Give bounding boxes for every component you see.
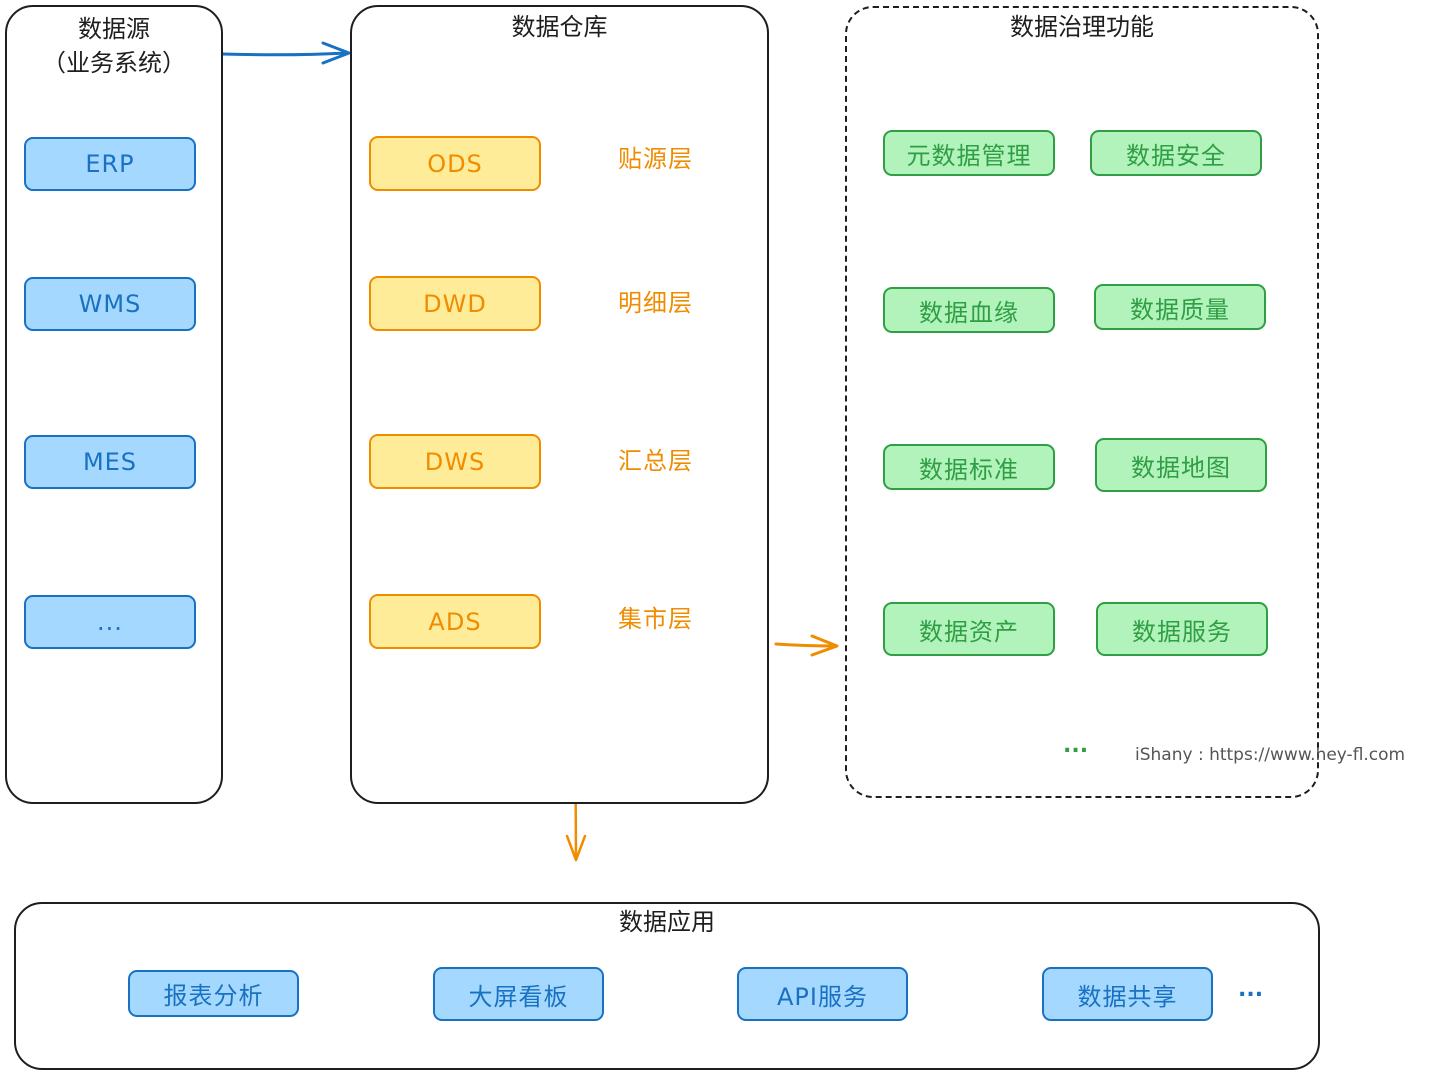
application-report[interactable]: 报表分析 xyxy=(128,970,299,1017)
governance-quality[interactable]: 数据质量 xyxy=(1094,284,1266,330)
governance-lineage[interactable]: 数据血缘 xyxy=(883,287,1055,333)
governance-panel: 数据治理功能 xyxy=(845,6,1319,798)
layer-dws[interactable]: DWS xyxy=(369,434,541,489)
application-dashboard[interactable]: 大屏看板 xyxy=(433,967,604,1021)
arrow-source-to-warehouse-head xyxy=(321,41,351,65)
governance-security[interactable]: 数据安全 xyxy=(1090,130,1262,176)
warehouse-panel: 数据仓库 xyxy=(350,5,769,804)
arrow-warehouse-to-governance xyxy=(774,642,838,648)
arrow-warehouse-to-application-head xyxy=(565,834,587,862)
application-api[interactable]: API服务 xyxy=(737,967,908,1021)
application-sharing[interactable]: 数据共享 xyxy=(1042,967,1213,1021)
application-more: ... xyxy=(1238,977,1264,1002)
arrow-warehouse-to-governance-head xyxy=(810,634,839,657)
credit-text: iShany : https://www.hey-fl.com xyxy=(1135,745,1406,765)
governance-service[interactable]: 数据服务 xyxy=(1096,602,1268,656)
governance-standard[interactable]: 数据标准 xyxy=(883,444,1055,490)
layer-label-ads: 集市层 xyxy=(618,605,693,633)
source-item-more[interactable]: ... xyxy=(24,595,196,649)
source-title: 数据源 xyxy=(78,15,150,43)
application-title: 数据应用 xyxy=(619,908,715,936)
layer-label-ods: 贴源层 xyxy=(618,145,693,173)
source-item-wms[interactable]: WMS xyxy=(24,277,196,331)
governance-metadata[interactable]: 元数据管理 xyxy=(883,130,1055,176)
layer-ods[interactable]: ODS xyxy=(369,136,541,191)
layer-label-dwd: 明细层 xyxy=(618,289,693,317)
governance-map[interactable]: 数据地图 xyxy=(1095,438,1267,492)
layer-dwd[interactable]: DWD xyxy=(369,276,541,331)
layer-label-dws: 汇总层 xyxy=(618,447,693,475)
source-item-mes[interactable]: MES xyxy=(24,435,196,489)
warehouse-title: 数据仓库 xyxy=(511,13,608,41)
arrow-source-to-warehouse xyxy=(220,51,349,57)
governance-title: 数据治理功能 xyxy=(1010,13,1154,41)
source-panel: 数据源 （业务系统） xyxy=(5,5,223,804)
source-item-erp[interactable]: ERP xyxy=(24,137,196,191)
source-subtitle: （业务系统） xyxy=(42,49,186,77)
layer-ads[interactable]: ADS xyxy=(369,594,541,649)
governance-asset[interactable]: 数据资产 xyxy=(883,602,1055,656)
governance-more: ... xyxy=(1063,733,1089,758)
